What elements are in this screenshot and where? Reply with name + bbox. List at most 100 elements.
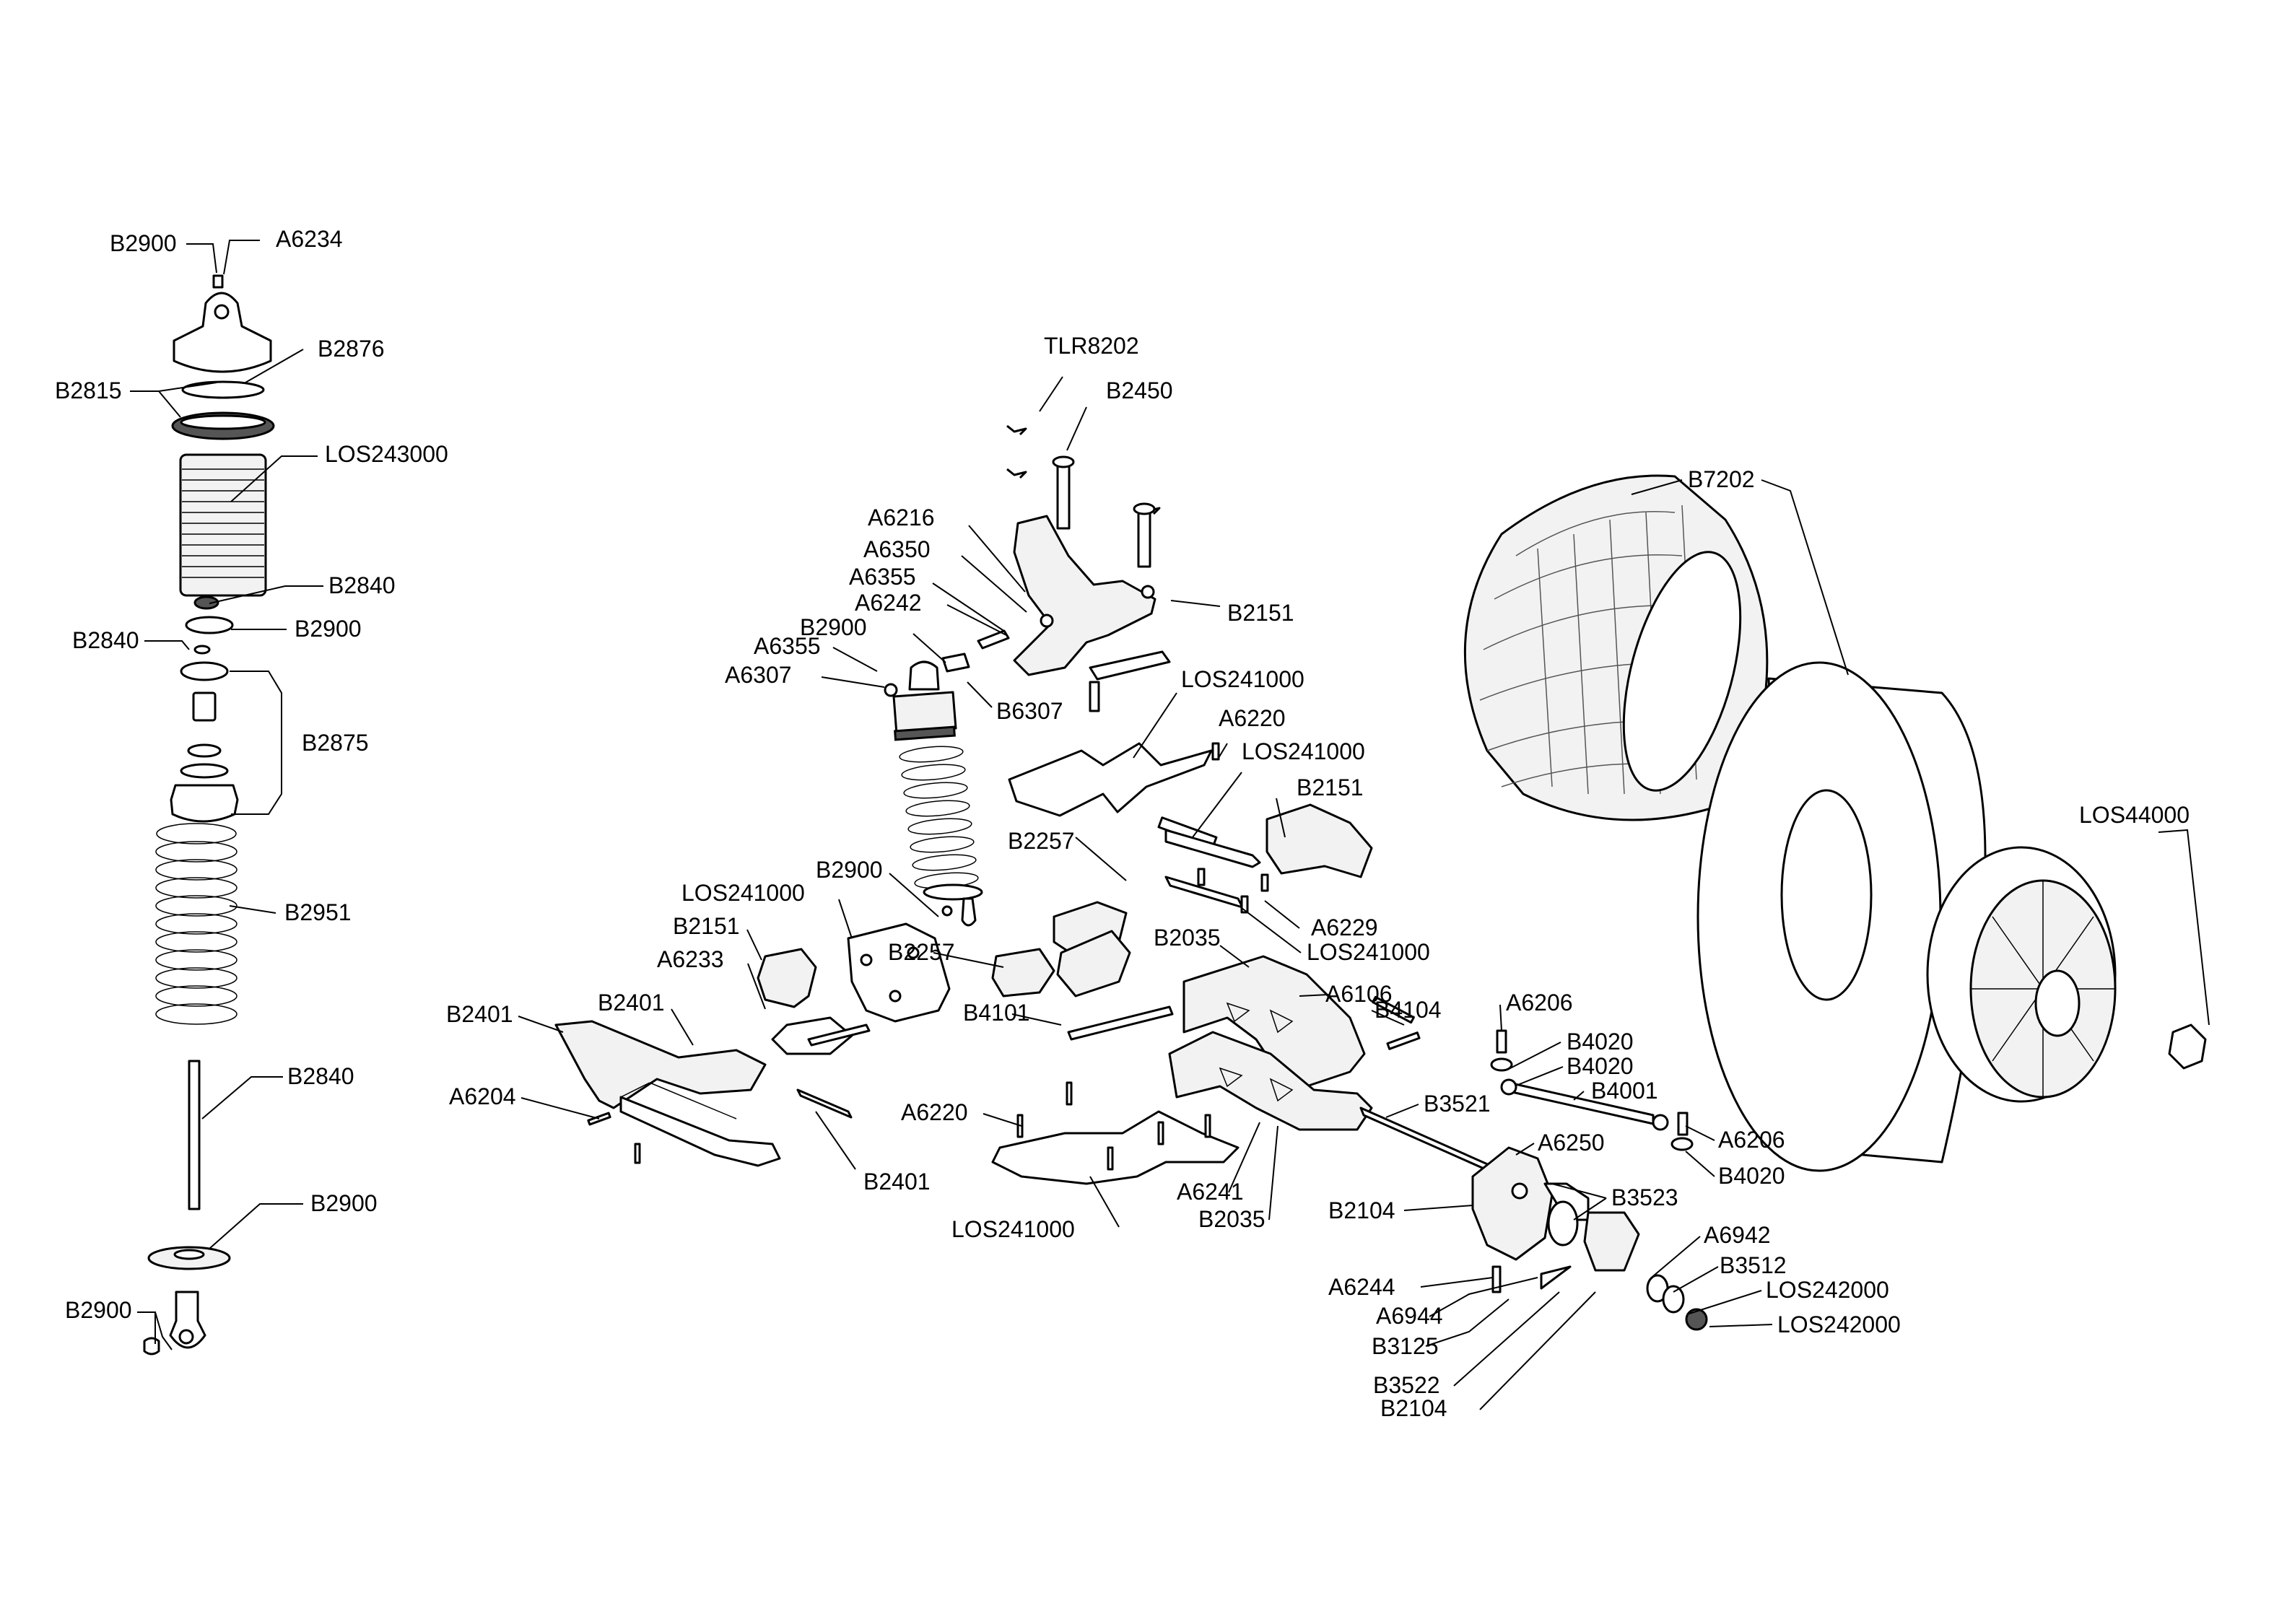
label-a6206-a: A6206 bbox=[1506, 990, 1573, 1016]
seal-cap-part bbox=[180, 661, 229, 681]
driveshaft-part bbox=[1359, 1106, 1495, 1174]
label-a6350: A6350 bbox=[863, 536, 931, 562]
label-los241000-e: LOS241000 bbox=[1307, 939, 1430, 965]
ball-stud-screw bbox=[1496, 1029, 1507, 1054]
hinge-block-b2151-part bbox=[757, 948, 817, 1008]
ball-stud-screw-2 bbox=[1677, 1112, 1689, 1136]
shock-mount-bushing bbox=[941, 652, 970, 673]
arm-insert-part bbox=[619, 1096, 781, 1167]
label-a6204: A6204 bbox=[449, 1083, 516, 1109]
mounted-shock-collar bbox=[892, 691, 957, 735]
label-a6244: A6244 bbox=[1328, 1274, 1395, 1300]
tire-bead-opening bbox=[1622, 551, 1742, 792]
foam-insert-part bbox=[1696, 661, 1987, 1172]
label-los241000-a: LOS241000 bbox=[1181, 666, 1304, 692]
label-b2257-b: B2257 bbox=[888, 939, 955, 965]
label-b2035-b: B2035 bbox=[1198, 1206, 1265, 1232]
shock-tower-brace bbox=[1089, 650, 1171, 681]
label-b2840-a: B2840 bbox=[328, 572, 396, 598]
piston-part bbox=[185, 616, 234, 634]
post-top-2 bbox=[1133, 502, 1156, 515]
arm-cutouts bbox=[1219, 1002, 1294, 1102]
shock-tower-assembly bbox=[884, 424, 1171, 927]
label-b4020-c: B4020 bbox=[1718, 1163, 1785, 1189]
rod-end-hole bbox=[178, 1329, 194, 1345]
hex-hub-part bbox=[1662, 1285, 1685, 1314]
mounted-shock-cap bbox=[908, 660, 940, 691]
label-b4001: B4001 bbox=[1591, 1078, 1658, 1104]
label-a6234: A6234 bbox=[276, 226, 343, 252]
label-b2104-b: B2104 bbox=[1380, 1395, 1447, 1421]
pin-screw bbox=[1197, 868, 1206, 886]
label-b2875: B2875 bbox=[302, 730, 369, 756]
label-b2450: B2450 bbox=[1106, 377, 1173, 403]
label-los44000: LOS44000 bbox=[2079, 802, 2190, 828]
body-mount-post-2 bbox=[1137, 507, 1151, 568]
hinge-pin-part bbox=[1067, 1005, 1174, 1041]
rear-bulkhead-plate-part bbox=[847, 922, 951, 1023]
mounted-shock-ring bbox=[894, 725, 956, 741]
label-los243000: LOS243000 bbox=[325, 441, 448, 467]
label-a6233: A6233 bbox=[657, 946, 724, 972]
label-b3521: B3521 bbox=[1424, 1091, 1491, 1117]
shock-body-ridges bbox=[182, 468, 264, 578]
set-screw-part-2 bbox=[634, 1143, 641, 1164]
cap-hole bbox=[214, 304, 230, 320]
rod-end-part bbox=[169, 1291, 206, 1349]
ball-stud-washer bbox=[1490, 1057, 1513, 1072]
collar-ring-top bbox=[180, 414, 266, 430]
label-b7202: B7202 bbox=[1688, 466, 1755, 492]
label-b2401-c: B2401 bbox=[863, 1169, 931, 1195]
hub-carrier-assembly bbox=[1359, 1029, 1708, 1331]
small-screw-4 bbox=[1260, 873, 1269, 892]
arm-hinge-pin-part bbox=[796, 1088, 853, 1119]
hub-carrier-part bbox=[1471, 1146, 1554, 1261]
turnbuckle-link bbox=[1164, 829, 1261, 868]
o-ring-small-part bbox=[187, 743, 222, 758]
shock-mount-nut bbox=[884, 683, 898, 697]
hinge-block-mid-part bbox=[1056, 930, 1131, 997]
label-b2876: B2876 bbox=[318, 336, 385, 362]
label-los242000-a: LOS242000 bbox=[1766, 1277, 1889, 1303]
shock-mount-screw bbox=[977, 629, 1010, 650]
carrier-screw bbox=[1491, 1265, 1502, 1293]
arm-edge bbox=[620, 1082, 737, 1119]
label-b2900-c: B2900 bbox=[310, 1190, 378, 1216]
mounted-shock-spring bbox=[899, 746, 979, 889]
label-b3512: B3512 bbox=[1720, 1252, 1787, 1278]
lower-cap-part bbox=[170, 784, 239, 823]
label-b2900-d: B2900 bbox=[65, 1297, 132, 1323]
label-b2840-b: B2840 bbox=[72, 627, 139, 653]
spacer-part bbox=[192, 691, 217, 722]
label-a6944: A6944 bbox=[1376, 1303, 1443, 1329]
label-b2951: B2951 bbox=[284, 899, 352, 925]
axle-housing-part bbox=[1583, 1211, 1640, 1272]
label-a6216: A6216 bbox=[868, 505, 935, 531]
label-b3522: B3522 bbox=[1373, 1372, 1440, 1398]
clip-part bbox=[1540, 1265, 1572, 1290]
axle-bearing-part bbox=[1547, 1200, 1579, 1247]
hinge-pin-outer-part bbox=[1372, 995, 1415, 1024]
shock-tower-part bbox=[1013, 515, 1156, 676]
post-top-1 bbox=[1052, 455, 1075, 468]
small-screw-3 bbox=[1211, 742, 1220, 761]
label-a6942: A6942 bbox=[1704, 1222, 1771, 1248]
label-a6229: A6229 bbox=[1311, 914, 1378, 940]
label-los241000-d: LOS241000 bbox=[951, 1216, 1075, 1242]
chassis-braces bbox=[1008, 742, 1373, 914]
rear-arm-b2401-part bbox=[554, 1020, 767, 1109]
label-b4104: B4104 bbox=[1375, 997, 1442, 1023]
label-a6355-a: A6355 bbox=[849, 564, 916, 590]
lower-rear-arm-part bbox=[1168, 1031, 1373, 1131]
lower-chassis-plate bbox=[991, 1081, 1240, 1185]
label-b2900-e: B2900 bbox=[800, 614, 867, 640]
tower-screw bbox=[1089, 681, 1100, 712]
label-los241000-c: LOS241000 bbox=[681, 880, 805, 906]
label-b2840-c: B2840 bbox=[287, 1063, 354, 1089]
label-b2900-f: B2900 bbox=[816, 857, 883, 883]
leader-lines bbox=[130, 240, 2210, 1410]
label-a6355-b: A6355 bbox=[754, 633, 821, 659]
hinge-block-lower-part bbox=[771, 1016, 853, 1055]
wheel-rim-part bbox=[1926, 846, 2117, 1103]
